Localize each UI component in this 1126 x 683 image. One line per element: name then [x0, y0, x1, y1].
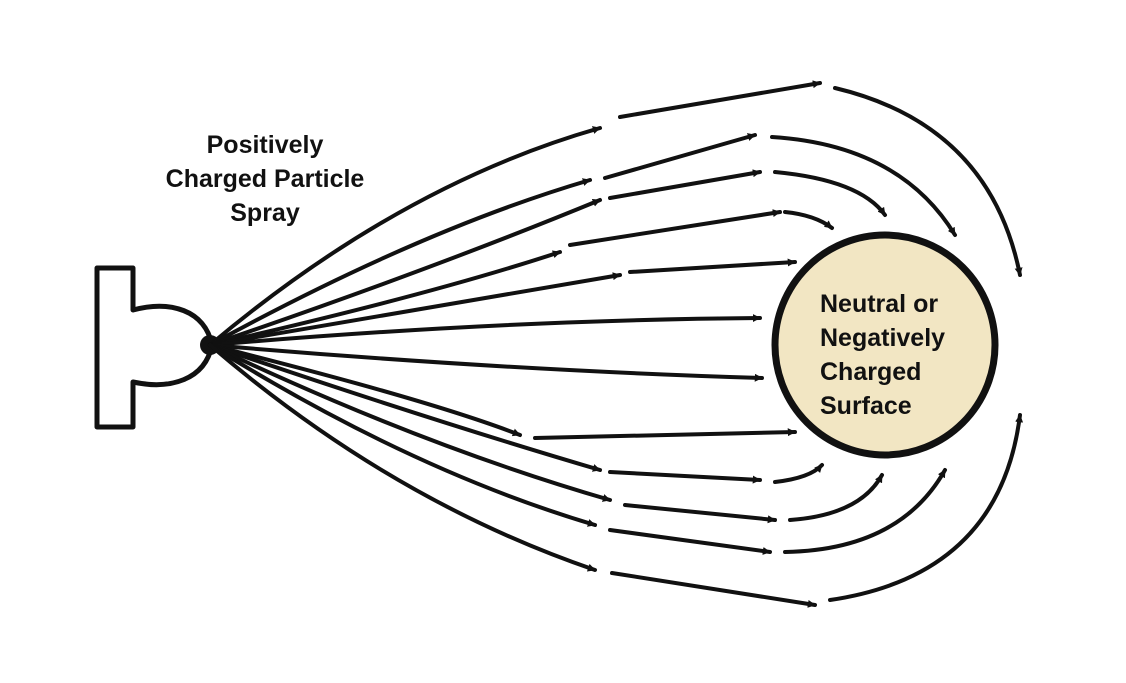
field-line-arrow-icon	[623, 503, 777, 524]
charged-surface	[771, 231, 999, 459]
field-line-arrow-icon	[770, 135, 957, 237]
field-line-arrow-icon	[208, 314, 762, 347]
field-line-arrow-icon	[628, 258, 797, 274]
field-line-arrow-icon	[773, 463, 824, 484]
spray-nozzle-icon	[94, 265, 220, 430]
field-line-arrow-icon	[208, 343, 522, 437]
field-line-arrow-icon	[208, 343, 597, 527]
field-line-arrow-icon	[208, 272, 622, 347]
field-line-arrow-icon	[208, 126, 602, 347]
field-line-arrow-icon	[618, 80, 822, 119]
field-line-arrow-icon	[208, 343, 612, 502]
surface-label-line-4: Surface	[820, 392, 912, 420]
field-line-arrow-icon	[788, 473, 884, 522]
field-line-arrow-icon	[208, 178, 592, 347]
field-line-arrow-icon	[568, 209, 782, 247]
field-line-arrow-icon	[208, 343, 597, 572]
spray-label: Positively Charged Particle Spray	[150, 128, 380, 230]
field-line-arrow-icon	[208, 343, 602, 472]
field-line-arrow-icon	[208, 343, 764, 382]
spray-label-line-3: Spray	[230, 199, 300, 227]
field-line-arrow-icon	[783, 210, 834, 230]
field-line-arrow-icon	[208, 198, 602, 347]
spray-label-line-2: Charged Particle	[165, 165, 365, 193]
field-line-arrow-icon	[208, 250, 562, 347]
field-lines	[208, 80, 1024, 608]
surface-label-line-3: Charged	[820, 358, 922, 386]
field-line-arrow-icon	[783, 468, 947, 554]
spray-label-line-1: Positively	[206, 131, 324, 159]
field-line-arrow-icon	[828, 413, 1024, 602]
surface-label-line-2: Negatively	[820, 324, 946, 352]
field-line-arrow-icon	[603, 133, 757, 180]
field-line-arrow-icon	[610, 571, 817, 608]
field-line-arrow-icon	[833, 86, 1023, 277]
surface-label-line-1: Neutral or	[820, 290, 939, 318]
field-line-arrow-icon	[773, 170, 887, 217]
field-line-arrow-icon	[608, 528, 772, 555]
field-line-arrow-icon	[608, 169, 762, 200]
field-line-arrow-icon	[533, 428, 797, 440]
surface-label: Neutral or Negatively Charged Surface	[820, 287, 945, 423]
field-line-arrow-icon	[608, 470, 762, 484]
